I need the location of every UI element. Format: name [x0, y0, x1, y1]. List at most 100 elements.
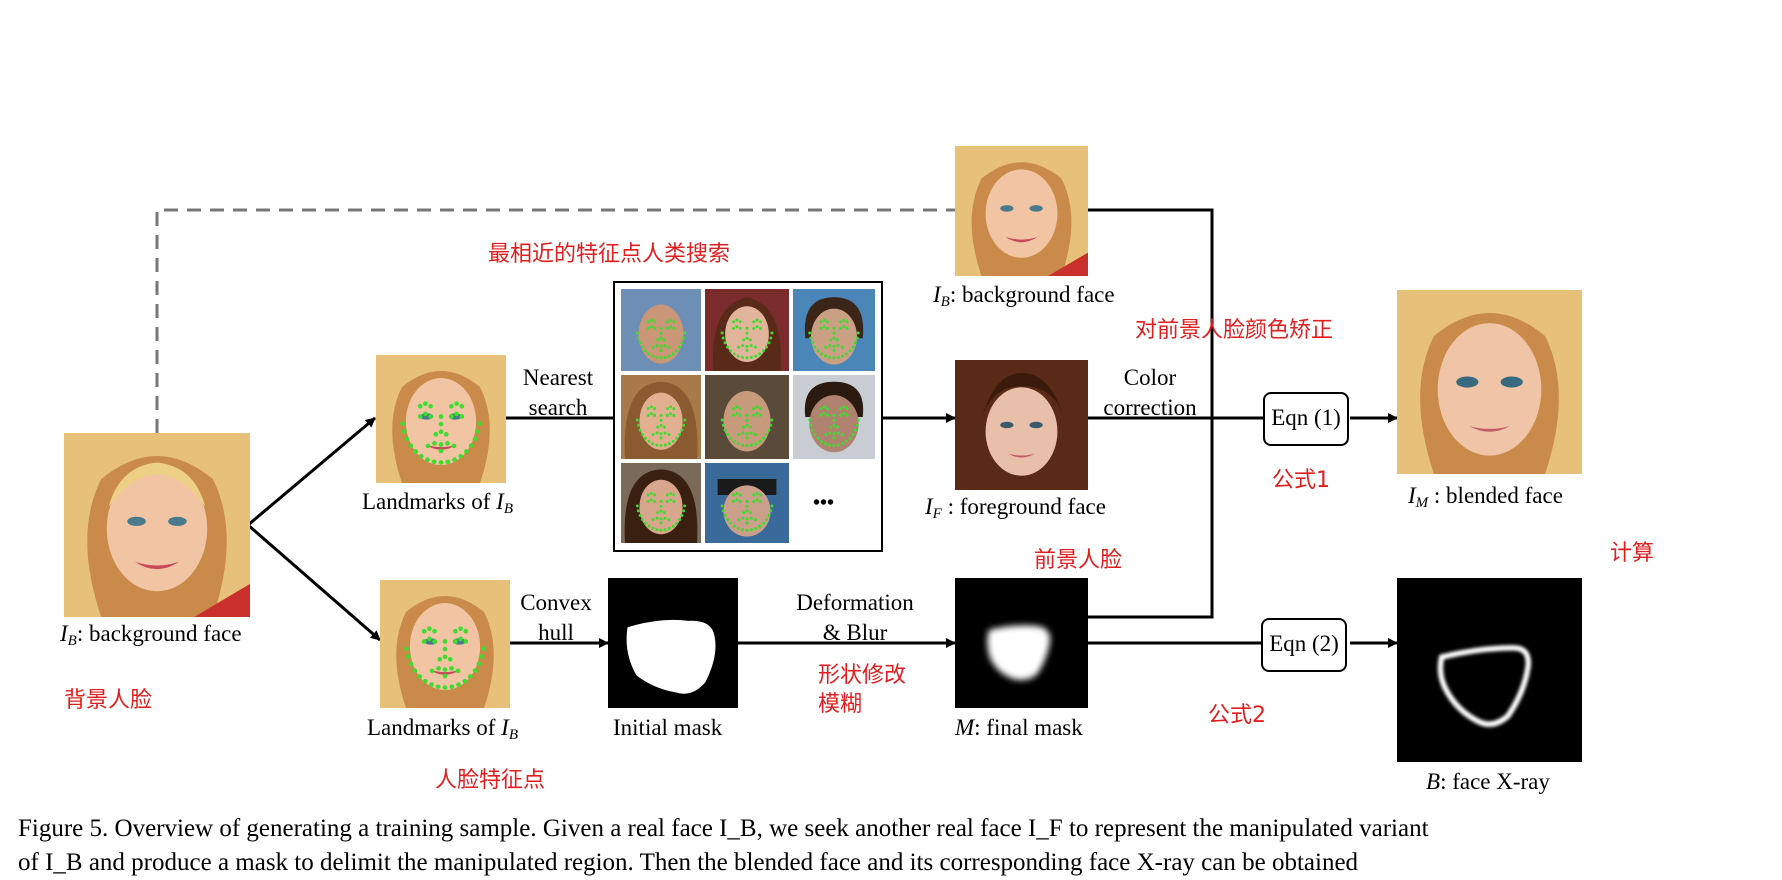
- landmark-dot: [721, 423, 725, 427]
- landmark-dot: [745, 336, 749, 340]
- landmark-dot: [408, 661, 414, 667]
- annotation-formula1: 公式1: [1272, 468, 1330, 493]
- landmark-dot: [764, 432, 768, 437]
- landmark-dot: [662, 425, 666, 429]
- landmark-dot: [643, 521, 647, 525]
- landmark-dot: [635, 504, 639, 508]
- landmark-dot: [454, 401, 459, 406]
- arrow-to-landmarks-bottom: [247, 523, 381, 642]
- landmark-dot: [745, 349, 749, 352]
- landmark-dot: [745, 499, 749, 503]
- landmark-dot: [841, 354, 844, 358]
- background-face-top-image: [955, 146, 1088, 276]
- bg-top-to-bus: [1088, 208, 1214, 619]
- landmark-dot: [822, 318, 826, 322]
- landmark-dot: [431, 459, 437, 465]
- landmark-dot: [738, 407, 742, 411]
- landmark-dot: [680, 341, 684, 345]
- landmark-dot: [418, 453, 424, 459]
- landmark-dot: [659, 521, 663, 525]
- landmark-dot: [755, 318, 759, 322]
- landmark-dot: [443, 432, 449, 437]
- landmark-dot: [836, 431, 840, 435]
- dashed-connector: [155, 208, 955, 433]
- landmark-dot: [856, 418, 860, 422]
- landmark-dot: [641, 432, 644, 437]
- landmark-dot: [653, 493, 657, 497]
- landmark-dot: [656, 511, 660, 515]
- landmark-dot: [438, 421, 444, 427]
- arrow-to-landmarks-top: [247, 416, 376, 527]
- landmark-dot: [745, 444, 749, 448]
- landmark-dot: [475, 429, 481, 434]
- landmark-dot: [432, 441, 437, 446]
- landmark-dot: [829, 425, 833, 429]
- landmark-dot: [667, 526, 671, 530]
- landmark-dot: [449, 684, 455, 690]
- landmark-dot: [819, 407, 823, 411]
- landmark-dot: [428, 414, 433, 419]
- landmark-dot: [839, 413, 843, 417]
- landmark-dot: [671, 352, 675, 356]
- landmark-dot: [738, 413, 742, 417]
- landmark-dot: [729, 436, 733, 440]
- landmark-dot: [683, 504, 687, 508]
- landmark-dot: [453, 639, 458, 644]
- landmark-dot: [720, 504, 724, 508]
- landmark-dot: [832, 423, 836, 427]
- landmark-dot: [408, 443, 414, 448]
- label-deformation-blur: Deformation& Blur: [796, 590, 914, 645]
- annotation-deform-2: 模糊: [818, 692, 863, 717]
- landmark-dot: [672, 499, 676, 503]
- landmark-dot: [481, 646, 486, 651]
- landmark-dot: [769, 423, 773, 427]
- landmark-dot: [749, 528, 753, 532]
- landmark-dot: [755, 491, 759, 495]
- landmark-dot: [832, 413, 836, 417]
- landmark-dot: [417, 674, 423, 679]
- landmark-dot: [667, 442, 671, 446]
- landmark-dot: [659, 336, 663, 340]
- landmark-dot: [449, 414, 454, 419]
- landmark-dot: [721, 336, 725, 340]
- landmark-dot: [655, 443, 659, 447]
- grid-face-4: [621, 375, 701, 459]
- landmark-dot: [429, 668, 435, 674]
- landmark-dot: [832, 418, 836, 422]
- landmark-dot: [683, 331, 687, 335]
- landmark-dot: [832, 444, 836, 448]
- landmark-dot: [647, 439, 651, 443]
- landmark-dot: [646, 499, 650, 503]
- landmark-dot: [745, 356, 749, 360]
- landmark-dot: [636, 509, 640, 513]
- landmark-dot: [659, 423, 663, 427]
- landmark-dot: [764, 518, 768, 522]
- landmark-dot: [828, 355, 832, 359]
- landmark-dot: [636, 336, 640, 340]
- landmark-dot: [653, 499, 657, 503]
- landmark-dot: [732, 413, 736, 417]
- landmark-dot: [764, 345, 768, 349]
- landmark-dot: [467, 674, 473, 679]
- landmark-dot: [667, 354, 671, 358]
- landmark-dot: [665, 326, 669, 330]
- landmark-dot: [809, 336, 813, 340]
- landmark-dot: [741, 344, 745, 348]
- landmark-dot: [732, 499, 736, 503]
- landmark-dot: [675, 349, 679, 353]
- landmark-dot: [829, 338, 833, 342]
- landmark-dot: [651, 442, 655, 446]
- landmark-dot: [671, 524, 675, 528]
- landmark-dot: [839, 326, 843, 330]
- landmark-dot: [400, 421, 405, 426]
- landmark-dot: [442, 673, 448, 679]
- label-bg-top: IB: background face: [933, 282, 1115, 310]
- landmark-dot: [808, 418, 812, 422]
- landmark-dot: [669, 405, 673, 409]
- landmark-dot: [680, 514, 684, 517]
- landmark-dot: [745, 432, 749, 436]
- initial-mask-image: [608, 578, 738, 708]
- landmark-dot: [646, 326, 650, 330]
- landmark-dot: [732, 326, 736, 330]
